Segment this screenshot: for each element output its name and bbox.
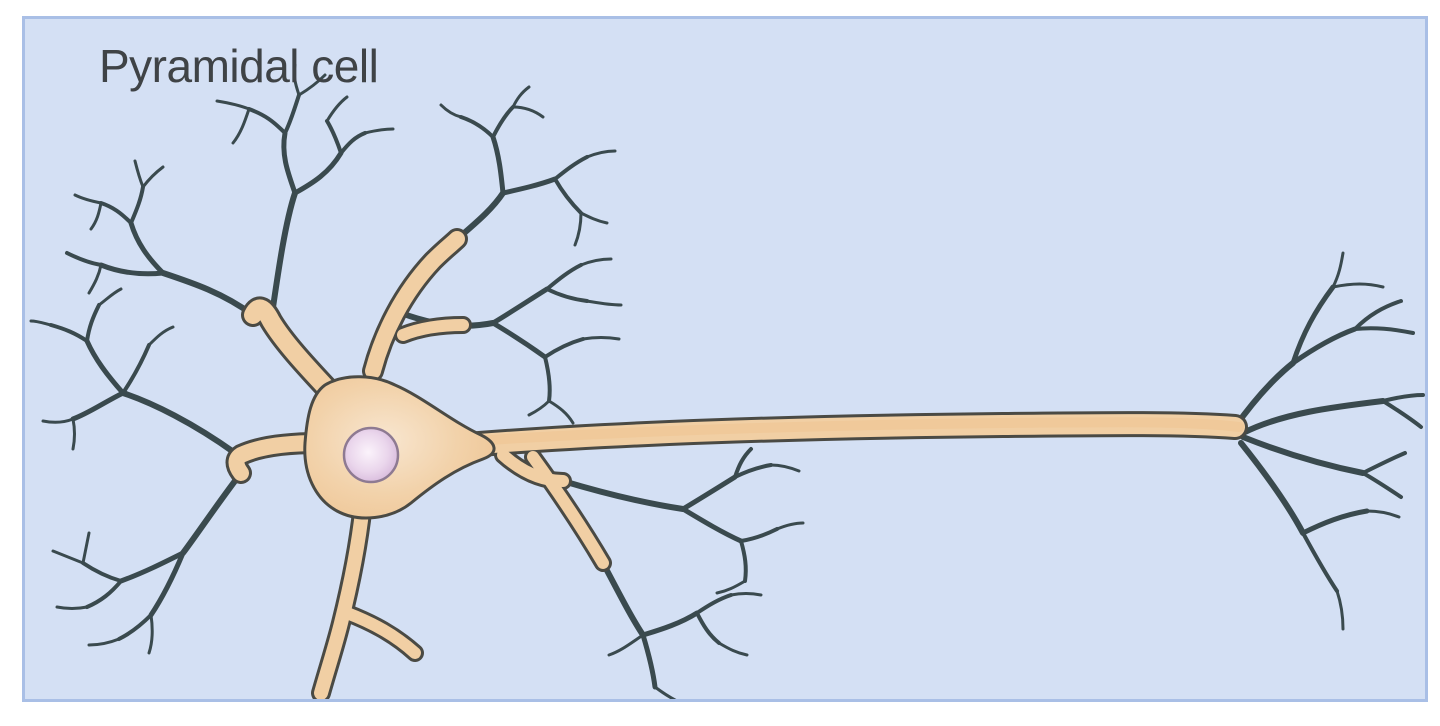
figure-title: Pyramidal cell <box>99 40 379 92</box>
dendrite-branch-trees <box>29 63 1425 699</box>
diagram-panel: Pyramidal cell <box>22 16 1428 702</box>
axon <box>468 417 1244 446</box>
pyramidal-cell-illustration <box>29 63 1425 699</box>
soma <box>303 375 496 520</box>
nucleus <box>342 426 400 484</box>
